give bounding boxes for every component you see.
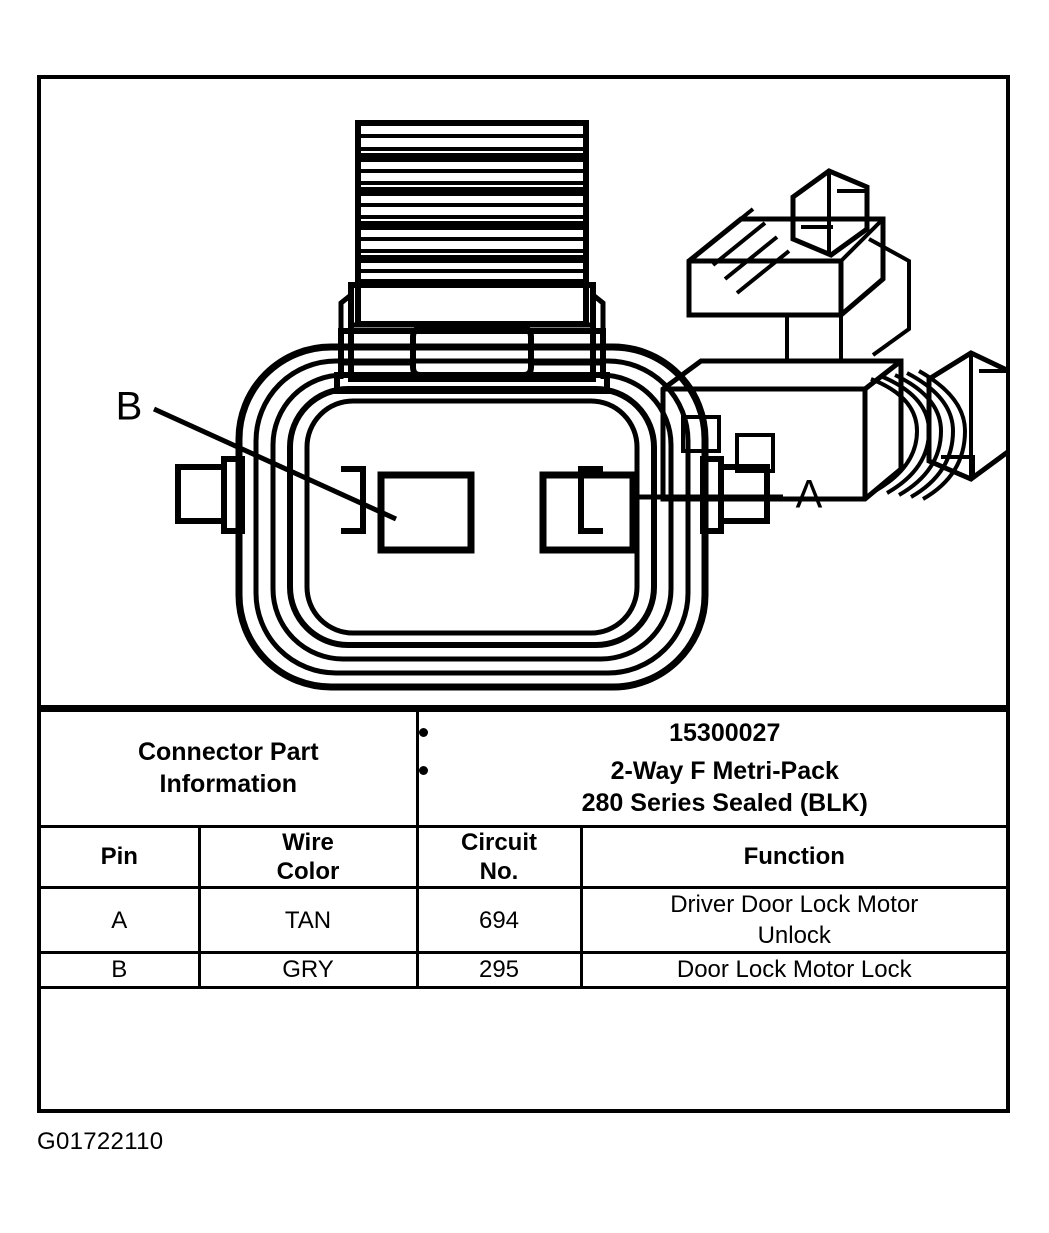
part-bullet-item: 2-Way F Metri-Pack 280 Series Sealed (BL… [418,755,1007,820]
table-row: A TAN 694 Driver Door Lock Motor Unlock [41,886,1006,955]
connector-part-info-value-cell: 15300027 2-Way F Metri-Pack 280 Series S… [415,709,1007,828]
header-circuit-no: Circuit No. [415,824,583,890]
cell-function: Door Lock Motor Lock [579,951,1006,989]
connector-isometric-view [660,168,1006,502]
cell-function: Driver Door Lock Motor Unlock [579,886,1006,955]
part-bullet-item: 15300027 [418,717,1007,750]
connector-housing-rings [235,343,709,691]
figure-id-label: G01722110 [37,1128,164,1155]
part-description-line1: 2-Way F Metri-Pack [610,756,839,785]
header-function: Function [579,824,1006,890]
connector-part-info-label-cell: Connector Part Information [41,709,419,828]
leader-line-b [152,406,398,522]
connector-drawing: B A [116,120,1006,691]
cell-function-line1: Driver Door Lock Motor [670,891,919,919]
pin-table-header-row: Pin Wire Color Circuit No. Function [41,824,1006,890]
table-row: B GRY 295 Door Lock Motor Lock [41,951,1006,989]
connector-part-label-line1: Connector Part [137,738,319,767]
connector-inner-guides [341,466,603,534]
header-circuit-no-line1: Circuit [460,828,537,856]
cell-pin: B [41,951,201,989]
terminal-cavity-a [539,471,637,554]
bullet-dot-icon [418,765,428,775]
header-pin: Pin [41,824,201,890]
cell-circuit-no: 694 [415,886,583,955]
cell-wire-color: TAN [197,886,419,955]
callout-label-a: A [796,473,823,517]
connector-figure-frame: B A Connector Part Information [37,75,1010,1113]
bullet-dot-icon [418,728,428,737]
cell-circuit-no: 295 [415,951,583,989]
callout-label-b: B [116,385,143,429]
connector-info-table: Connector Part Information 15300027 [41,709,1006,989]
connector-part-info-row: Connector Part Information 15300027 [41,709,1007,828]
header-wire-color-line1: Wire [282,828,334,856]
terminal-cavity-b [377,471,475,554]
connector-part-label-line2: Information [159,770,298,799]
connector-illustration-panel: B A [41,79,1006,709]
part-description-line2: 280 Series Sealed (BLK) [581,789,868,817]
cell-function-line2: Unlock [757,922,831,950]
connector-ribbed-boot [355,120,589,327]
cell-wire-color: GRY [197,951,419,989]
cell-pin: A [41,886,201,955]
header-circuit-no-line2: No. [479,857,519,885]
header-wire-color-line2: Color [276,857,340,885]
part-number: 15300027 [669,719,781,747]
header-wire-color: Wire Color [197,824,419,890]
connector-side-tab-left [175,456,245,534]
